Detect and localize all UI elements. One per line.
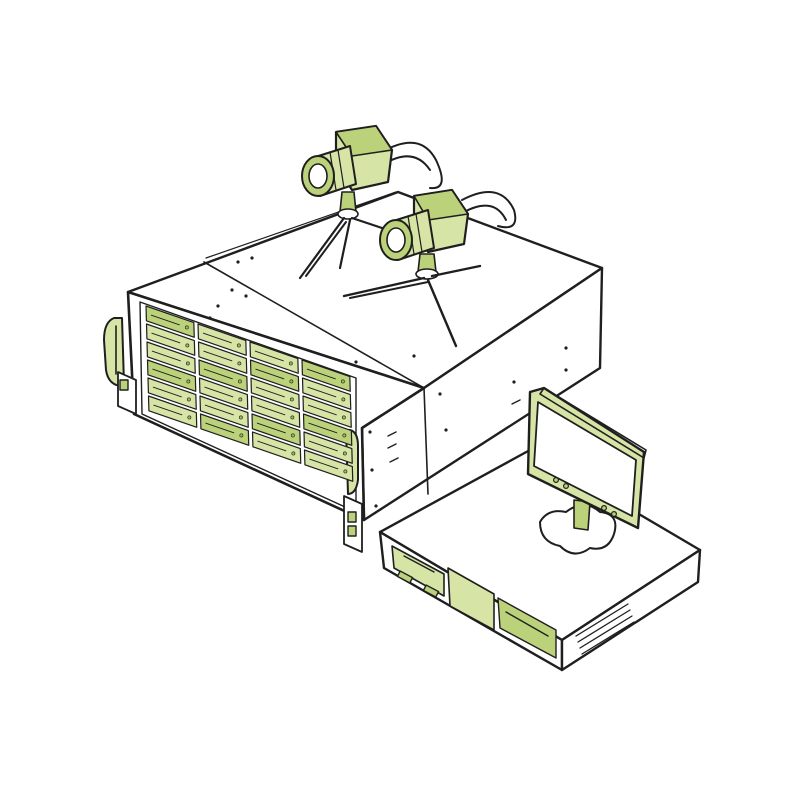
drive-bay-led	[186, 397, 191, 402]
drive-bay-led	[185, 343, 190, 348]
drive-bay-led	[238, 397, 243, 402]
drive-bay-led	[291, 451, 296, 456]
drive-bay-latch	[256, 422, 286, 434]
camera-icon	[301, 124, 443, 197]
drive-bay-latch	[307, 386, 337, 398]
drive-bay-latch	[151, 350, 181, 362]
drive-bay-latch	[257, 440, 287, 452]
drive-bay-led	[186, 379, 191, 384]
drive-bay-latch	[255, 368, 285, 380]
drive-bay-latch	[309, 458, 339, 470]
drive-bay-latch	[308, 440, 338, 452]
drive-bay-led	[289, 379, 294, 384]
drive-bay-latch	[204, 404, 234, 416]
drive-bay-latch	[152, 368, 182, 380]
drive-bay-led	[289, 397, 294, 402]
drive-bay-led	[237, 379, 242, 384]
drive-bay-latch	[307, 404, 337, 416]
drive-bay-led	[239, 433, 244, 438]
drive-bay-latch	[306, 368, 336, 380]
drive-bay-latch	[205, 422, 235, 434]
drive-bay-led	[342, 433, 347, 438]
drive-bay-led	[187, 415, 192, 420]
drive-bay-latch	[254, 350, 284, 362]
drive-bay-led	[290, 433, 295, 438]
drive-bay-latch	[152, 386, 182, 398]
drive-bay-led	[343, 469, 348, 474]
monitor-icon	[526, 386, 647, 555]
drive-bay-led	[342, 451, 347, 456]
storage-server-icon	[103, 190, 604, 553]
drive-bay-led	[185, 361, 190, 366]
tripod-icon	[342, 253, 482, 348]
drive-bay-latch	[203, 350, 233, 362]
drive-bay-led	[340, 379, 345, 384]
drive-bay-latch	[308, 422, 338, 434]
drive-bay-latch	[256, 404, 286, 416]
drive-bay-led	[341, 397, 346, 402]
drive-bay-led	[290, 415, 295, 420]
drive-bay-latch	[203, 368, 233, 380]
drive-bay-latch	[150, 314, 180, 326]
drive-bay-latch	[153, 404, 183, 416]
drive-bay-latch	[202, 332, 232, 344]
camera-icon	[379, 188, 517, 261]
drive-bay-latch	[204, 386, 234, 398]
dvr-recorder-icon	[378, 448, 702, 672]
drive-bay-led	[238, 415, 243, 420]
drive-bay-latch	[151, 332, 181, 344]
drive-bay-led	[237, 361, 242, 366]
drive-bay-led	[184, 325, 189, 330]
drive-bay-grid	[145, 305, 354, 482]
drive-bay-latch	[255, 386, 285, 398]
drive-bay-led	[341, 415, 346, 420]
drive-bay-led	[236, 343, 241, 348]
drive-bay-led	[288, 361, 293, 366]
tripod-icon	[298, 191, 384, 280]
